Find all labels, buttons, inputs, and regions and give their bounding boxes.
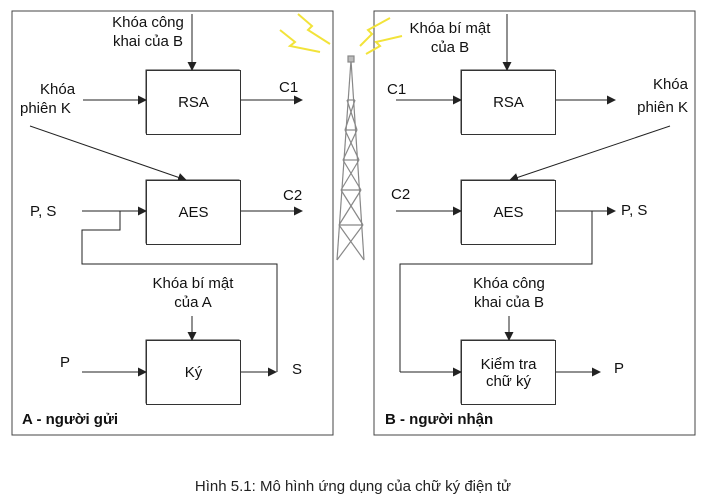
verify-label-line2: chữ ký: [485, 372, 532, 390]
c2-input-b: C2: [391, 186, 411, 203]
s-output-a: S: [292, 361, 303, 378]
private-key-a-line2: của A: [174, 294, 212, 311]
private-key-a-line1: Khóa bí mật: [152, 275, 234, 292]
session-key-line2-b: phiên K: [637, 99, 688, 116]
p-input-a: P: [60, 354, 71, 371]
panel-b-frame: [373, 10, 696, 436]
session-key-line2-a: phiên K: [20, 100, 71, 117]
panel-b-title: B - người nhận: [385, 411, 494, 428]
public-key-b-line1-b: Khóa công: [473, 275, 545, 292]
loop-ps-to-verify-b: [399, 211, 593, 372]
signal-icon: [279, 13, 403, 55]
ps-output-b: P, S: [621, 202, 648, 219]
private-key-b-line2: của B: [430, 39, 470, 56]
arrow-sessionkey-to-aes-a: [29, 125, 187, 182]
arrow-sessionkey-to-aes-b: [509, 125, 671, 182]
ps-input-a: P, S: [30, 203, 57, 220]
c2-output-a: C2: [283, 187, 303, 204]
session-key-line1-b: Khóa: [652, 76, 688, 93]
session-key-line1-a: Khóa: [40, 81, 76, 98]
p-output-b: P: [614, 360, 625, 377]
c1-input-b: C1: [387, 81, 407, 98]
verify-label-b: Kiểm tra chữ ký: [461, 340, 556, 405]
rsa-label-a: RSA: [146, 70, 241, 135]
aes-label-a: AES: [146, 180, 241, 245]
sign-label-a: Ký: [146, 340, 241, 405]
verify-label-line1: Kiểm tra: [480, 355, 537, 373]
public-key-b-line1-a: Khóa công: [112, 14, 184, 31]
c1-output-a: C1: [279, 79, 299, 96]
panel-a-frame: [11, 10, 334, 436]
private-key-b-line1: Khóa bí mật: [409, 20, 491, 37]
panel-a-title: A - người gửi: [22, 411, 118, 428]
tower-icon: [336, 55, 365, 261]
rsa-label-b: RSA: [461, 70, 556, 135]
aes-label-b: AES: [461, 180, 556, 245]
public-key-b-line2-a: khai của B: [112, 33, 184, 50]
figure-caption: Hình 5.1: Mô hình ứng dụng của chữ ký đi…: [194, 478, 512, 495]
loop-s-to-aes-a: [81, 211, 278, 372]
public-key-b-line2-b: khai của B: [473, 294, 545, 311]
